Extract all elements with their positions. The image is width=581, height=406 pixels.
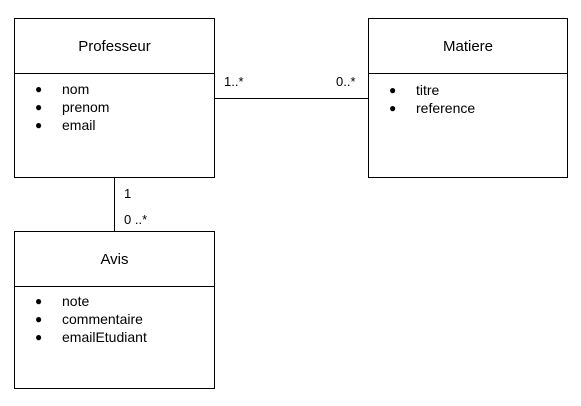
bullet-icon: ● xyxy=(35,294,43,308)
bullet-icon: ● xyxy=(389,101,397,115)
attribute-list-avis: ● note ● commentaire ● emailEtudiant xyxy=(15,287,214,346)
attribute-label: prenom xyxy=(62,99,110,115)
attribute-note: ● note xyxy=(15,292,214,310)
attribute-prenom: ● prenom xyxy=(15,98,214,116)
attribute-email-etudiant: ● emailEtudiant xyxy=(15,328,214,346)
association-line-professeur-avis xyxy=(114,178,115,231)
bullet-icon: ● xyxy=(35,312,43,326)
multiplicity-matiere-side: 0..* xyxy=(336,74,356,89)
attribute-label: titre xyxy=(416,82,440,98)
attribute-titre: ● titre xyxy=(369,81,567,99)
class-name-professeur: Professeur xyxy=(15,19,214,74)
attribute-commentaire: ● commentaire xyxy=(15,310,214,328)
class-avis: Avis ● note ● commentaire ● emailEtudiant xyxy=(14,231,215,389)
bullet-icon: ● xyxy=(389,83,397,97)
class-name-avis: Avis xyxy=(15,232,214,287)
attribute-label: note xyxy=(62,293,90,309)
bullet-icon: ● xyxy=(35,330,43,344)
association-line-professeur-matiere xyxy=(215,98,368,99)
attribute-reference: ● reference xyxy=(369,99,567,117)
attribute-list-matiere: ● titre ● reference xyxy=(369,74,567,117)
attribute-label: commentaire xyxy=(62,311,143,327)
attribute-label: emailEtudiant xyxy=(62,329,147,345)
multiplicity-professeur-avis-source: 1 xyxy=(124,186,132,201)
bullet-icon: ● xyxy=(35,100,43,114)
attribute-email: ● email xyxy=(15,116,214,134)
bullet-icon: ● xyxy=(35,82,43,96)
multiplicity-avis-side: 0 ..* xyxy=(124,212,148,227)
multiplicity-professeur-side: 1..* xyxy=(224,74,244,89)
attribute-list-professeur: ● nom ● prenom ● email xyxy=(15,74,214,134)
attribute-label: email xyxy=(62,117,96,133)
class-name-matiere: Matiere xyxy=(369,19,567,74)
attribute-label: reference xyxy=(416,100,476,116)
attribute-label: nom xyxy=(62,81,90,97)
class-matiere: Matiere ● titre ● reference xyxy=(368,18,568,178)
class-professeur: Professeur ● nom ● prenom ● email xyxy=(14,18,215,178)
attribute-nom: ● nom xyxy=(15,80,214,98)
bullet-icon: ● xyxy=(35,118,43,132)
